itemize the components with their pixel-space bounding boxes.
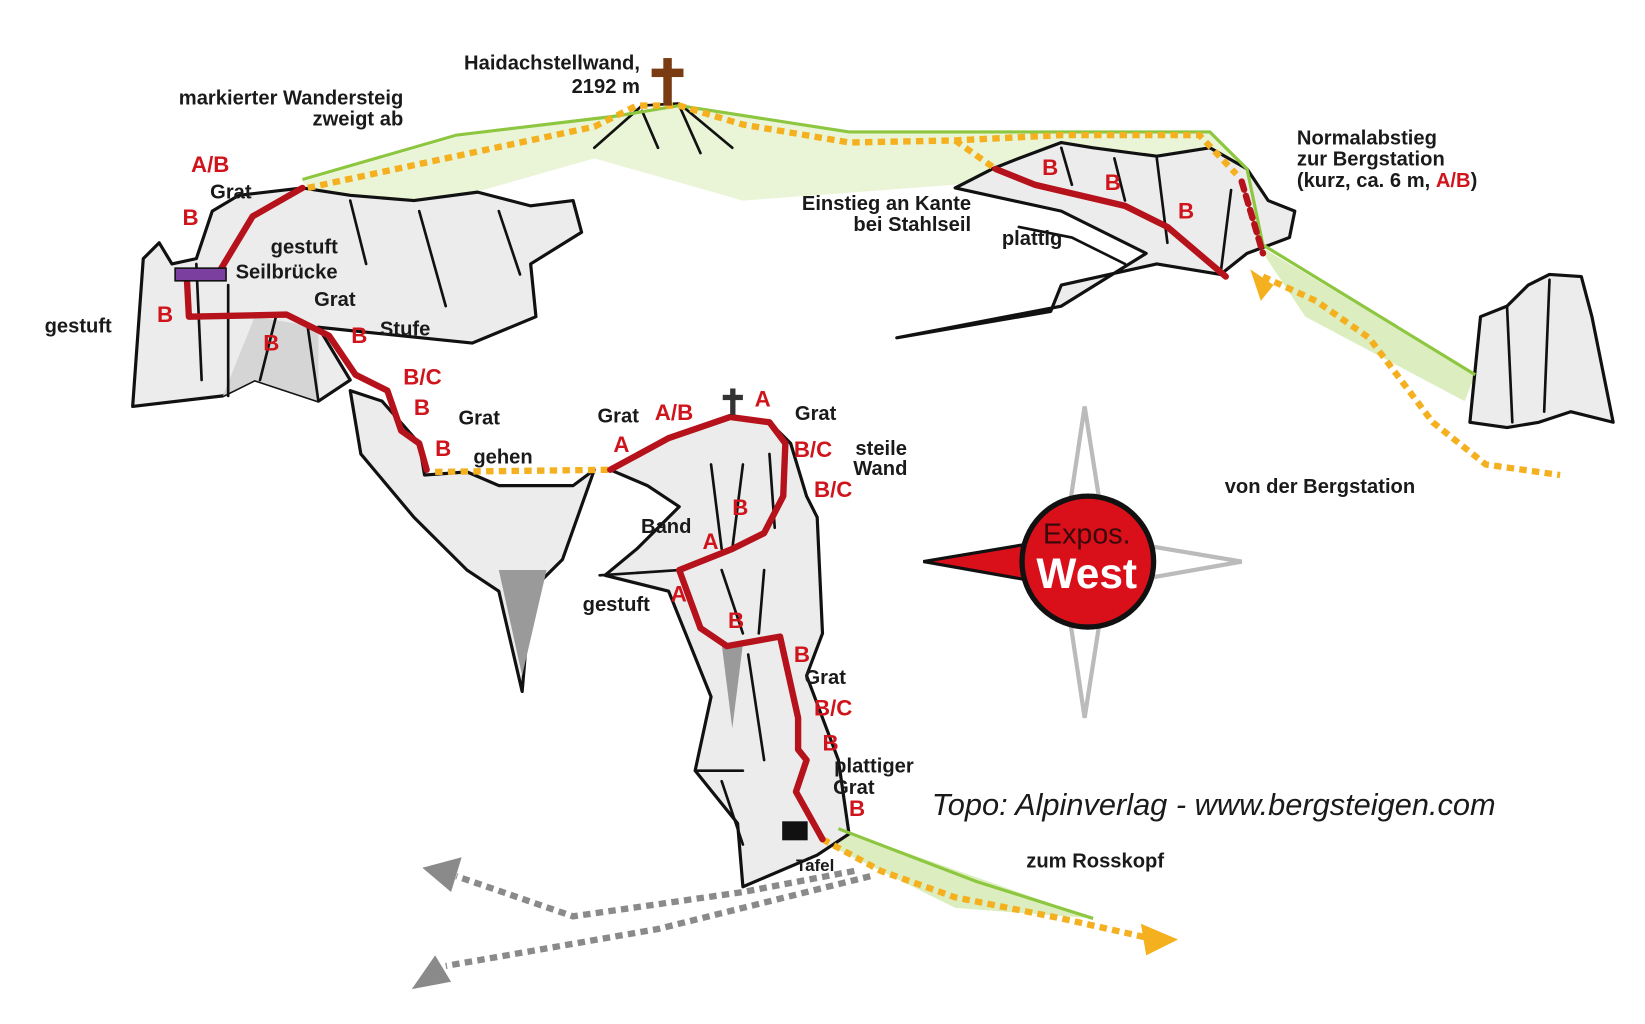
arrow-grey-1-icon [422, 857, 462, 893]
grade: B [183, 205, 199, 230]
label-zum-rosskopf: zum Rosskopf [1026, 851, 1164, 873]
label-gehen: gehen [473, 446, 532, 468]
grade: B [732, 495, 748, 520]
label-einstieg: bei Stahlseil [853, 214, 971, 236]
compass-expos: Expos. [1043, 519, 1131, 551]
grade: B [823, 731, 839, 756]
label-tafel: Tafel [796, 856, 834, 875]
grade: B [157, 302, 173, 327]
label-wandersteig: markierter Wandersteig [179, 88, 403, 110]
summit-name: Haidachstellwand, [464, 53, 640, 75]
label-seilbruecke: Seilbrücke [236, 262, 338, 284]
climbing-routes [174, 165, 1267, 843]
grade: A/B [655, 400, 693, 425]
grade: B/C [814, 696, 852, 721]
label-plattiger-grat: Grat [833, 777, 875, 799]
rope-bridge [174, 267, 227, 282]
compass-west: West [1036, 550, 1137, 597]
label-grat: Grat [804, 667, 846, 689]
grade: B [728, 608, 744, 633]
grade: B [263, 331, 279, 356]
small-cross-icon [722, 388, 743, 415]
label-stufe: Stufe [380, 319, 430, 341]
grade: B [1105, 170, 1121, 195]
arrow-rosskopf-icon [1140, 923, 1179, 956]
label-gestuft: gestuft [271, 236, 339, 258]
info-board [782, 821, 808, 841]
label-einstieg: Einstieg an Kante [802, 193, 971, 215]
rosskopf-path [820, 836, 1147, 941]
label-gestuft: gestuft [583, 594, 651, 616]
grade: B/C [814, 477, 852, 502]
label-steile-wand: Wand [853, 458, 907, 480]
gehen-path [435, 466, 611, 476]
label-normalabstieg: (kurz, ca. 6 m, A/B) [1297, 170, 1477, 192]
arrow-grey-2-icon [411, 955, 452, 990]
grade: B [1042, 155, 1058, 180]
label-steile-wand: steile [855, 438, 907, 460]
label-plattig: plattig [1002, 228, 1062, 250]
hiking-paths [307, 102, 1561, 990]
label-grat: Grat [210, 182, 252, 204]
difficulty-grades: A/B B B B B B/C B B A A/B A B/C B/C B A … [157, 152, 1194, 821]
labels: Haidachstellwand, 2192 m markierter Wand… [45, 53, 1496, 875]
grade: A/B [191, 152, 229, 177]
label-band: Band [641, 516, 691, 538]
route-upper-left [183, 184, 430, 473]
grass-ridges [302, 103, 1477, 920]
label-normalabstieg: Normalabstieg [1297, 128, 1437, 150]
label-grat: Grat [458, 407, 500, 429]
grade: A [613, 432, 629, 457]
grade: B [849, 796, 865, 821]
label-wandersteig: zweigt ab [313, 109, 404, 131]
label-von-bergstation: von der Bergstation [1225, 476, 1415, 498]
route-middle [607, 413, 826, 843]
route-right [992, 165, 1229, 280]
grade: B [351, 323, 367, 348]
label-grat: Grat [795, 403, 837, 425]
label-grat: Grat [598, 405, 640, 427]
grade: B [794, 642, 810, 667]
grade: B/C [403, 364, 441, 389]
bergstation-path [1261, 273, 1561, 479]
compass-rose: Expos. West [923, 406, 1243, 719]
arrow-bergstation-icon [1250, 269, 1274, 301]
grade: B [435, 436, 451, 461]
einstieg-path [953, 137, 998, 172]
label-gestuft: gestuft [45, 316, 113, 338]
route-normalabstieg [1238, 178, 1267, 257]
grade: B [1178, 199, 1194, 224]
ridge-path [307, 102, 1239, 192]
label-grat: Grat [314, 289, 356, 311]
credit: Topo: Alpinverlag - www.bergsteigen.com [932, 787, 1496, 822]
grade: A [703, 529, 719, 554]
grade: B [414, 395, 430, 420]
grade: B/C [794, 437, 832, 462]
grade: A [755, 386, 771, 411]
summit-altitude: 2192 m [572, 76, 640, 98]
rock-formations [131, 102, 1615, 889]
label-plattiger-grat: plattiger [834, 756, 914, 778]
summit-cross-icon [651, 58, 684, 106]
grade: A [671, 582, 687, 607]
label-normalabstieg: zur Bergstation [1297, 149, 1445, 171]
